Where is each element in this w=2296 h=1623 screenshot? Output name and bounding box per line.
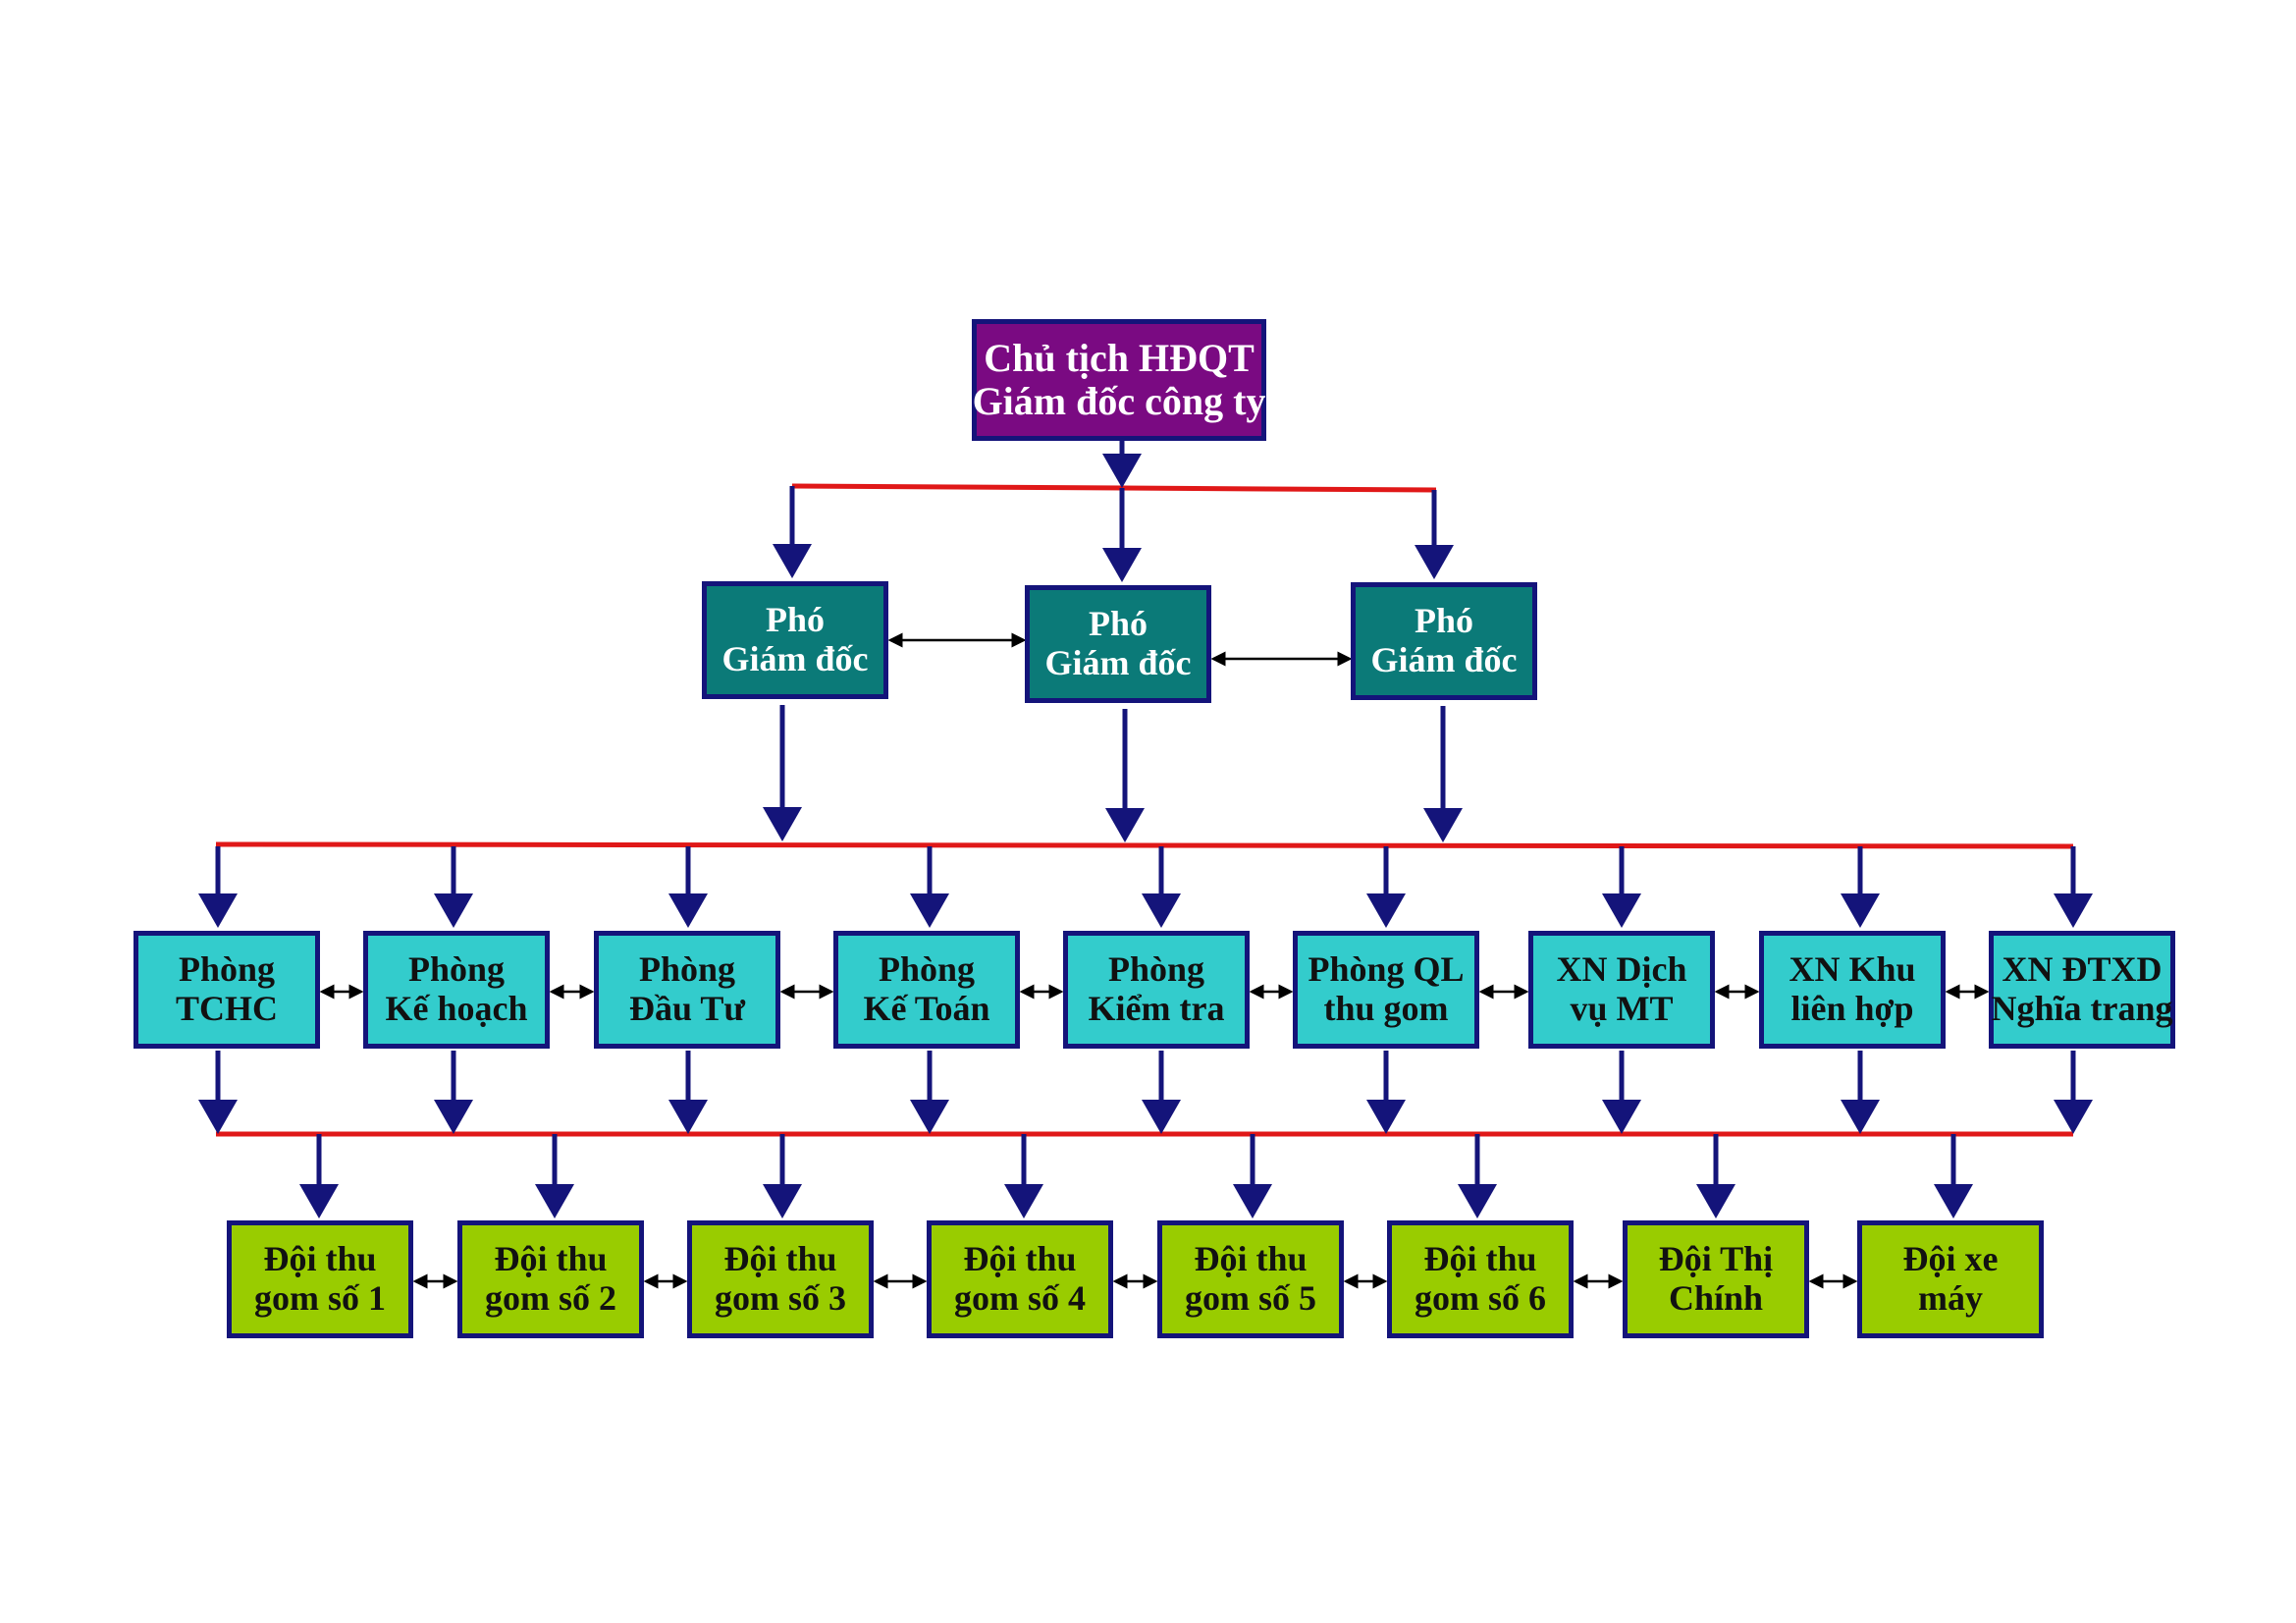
- team-box-thu-gom-4: Đội thu gom số 4: [927, 1220, 1113, 1338]
- team-box-thu-gom-1: Đội thu gom số 1: [227, 1220, 413, 1338]
- department-box-tchc: Phòng TCHC: [133, 931, 320, 1049]
- team-box-thu-gom-6: Đội thu gom số 6: [1387, 1220, 1574, 1338]
- team-label-line2: gom số 1: [254, 1278, 386, 1318]
- deputy-label-line2: Giám đốc: [1044, 643, 1192, 682]
- team-label-line2: máy: [1918, 1278, 1983, 1318]
- department-label-line2: Kế Toán: [863, 989, 990, 1028]
- deputy-label-line1: Phó: [1414, 601, 1473, 641]
- team-label-line1: Đội thu: [1194, 1239, 1308, 1279]
- team-box-thu-gom-2: Đội thu gom số 2: [457, 1220, 644, 1338]
- director-title: Chủ tịch HĐQT: [984, 336, 1255, 380]
- team-label-line1: Đội thu: [723, 1239, 837, 1279]
- department-label-line2: TCHC: [175, 989, 278, 1028]
- department-label-line2: Kế hoạch: [385, 989, 528, 1028]
- department-label-line2: vụ MT: [1570, 989, 1674, 1028]
- red-bus-line-deputies: [791, 483, 1437, 493]
- department-label-line2: Nghĩa trang: [1991, 989, 2173, 1028]
- department-label-line1: Phòng: [178, 949, 276, 990]
- team-label-line1: Đội thu: [263, 1239, 377, 1279]
- department-label-line2: liên hợp: [1790, 989, 1914, 1028]
- department-box-ql-thu-gom: Phòng QL thu gom: [1293, 931, 1479, 1049]
- department-box-dau-tu: Phòng Đầu Tư: [594, 931, 780, 1049]
- deputy-director-box-2: Phó Giám đốc: [1025, 585, 1211, 703]
- team-box-xe-may: Đội xe máy: [1857, 1220, 2044, 1338]
- department-label-line2: Đầu Tư: [629, 989, 745, 1028]
- director-box: Chủ tịch HĐQT Giám đốc công ty: [972, 319, 1266, 441]
- department-box-xn-dich-vu-mt: XN Dịch vụ MT: [1528, 931, 1715, 1049]
- team-label-line2: gom số 5: [1185, 1278, 1316, 1318]
- team-box-thi-chinh: Đội Thị Chính: [1623, 1220, 1809, 1338]
- deputy-director-box-1: Phó Giám đốc: [702, 581, 888, 699]
- team-label-line1: Đội xe: [1902, 1239, 1999, 1279]
- deputy-label-line1: Phó: [1088, 604, 1148, 644]
- team-label-line1: Đội thu: [963, 1239, 1077, 1279]
- team-box-thu-gom-3: Đội thu gom số 3: [687, 1220, 874, 1338]
- department-label-line2: Kiểm tra: [1088, 989, 1225, 1028]
- director-subtitle: Giám đốc công ty: [972, 379, 1266, 423]
- team-label-line2: gom số 6: [1415, 1278, 1546, 1318]
- department-box-kiem-tra: Phòng Kiểm tra: [1063, 931, 1250, 1049]
- team-label-line2: gom số 2: [485, 1278, 616, 1318]
- deputy-label-line1: Phó: [765, 600, 825, 640]
- team-label-line1: Đội thu: [494, 1239, 608, 1279]
- department-label-line1: XN ĐTXD: [2002, 949, 2163, 990]
- deputy-director-box-3: Phó Giám đốc: [1351, 582, 1537, 700]
- department-box-ke-toan: Phòng Kế Toán: [833, 931, 1020, 1049]
- department-label-line2: thu gom: [1323, 989, 1449, 1028]
- red-bus-line-departments: [215, 841, 2074, 849]
- team-box-thu-gom-5: Đội thu gom số 5: [1157, 1220, 1344, 1338]
- team-label-line1: Đội thu: [1423, 1239, 1537, 1279]
- team-label-line1: Đội Thị: [1658, 1239, 1774, 1279]
- department-box-xn-dtxd-nghia-trang: XN ĐTXD Nghĩa trang: [1989, 931, 2175, 1049]
- department-label-line1: Phòng: [878, 949, 976, 990]
- department-box-ke-hoach: Phòng Kế hoạch: [363, 931, 550, 1049]
- department-label-line1: Phòng: [407, 949, 506, 990]
- team-label-line2: gom số 4: [954, 1278, 1086, 1318]
- team-label-line2: Chính: [1668, 1278, 1764, 1318]
- department-label-line1: XN Khu: [1789, 949, 1916, 990]
- department-label-line1: Phòng: [638, 949, 736, 990]
- deputy-label-line2: Giám đốc: [1370, 640, 1518, 679]
- department-box-xn-khu-lien-hop: XN Khu liên hợp: [1759, 931, 1946, 1049]
- deputy-label-line2: Giám đốc: [721, 639, 869, 678]
- department-label-line1: XN Dịch: [1556, 949, 1687, 990]
- department-label-line1: Phòng: [1107, 949, 1205, 990]
- team-label-line2: gom số 3: [715, 1278, 846, 1318]
- department-label-line1: Phòng QL: [1308, 949, 1465, 990]
